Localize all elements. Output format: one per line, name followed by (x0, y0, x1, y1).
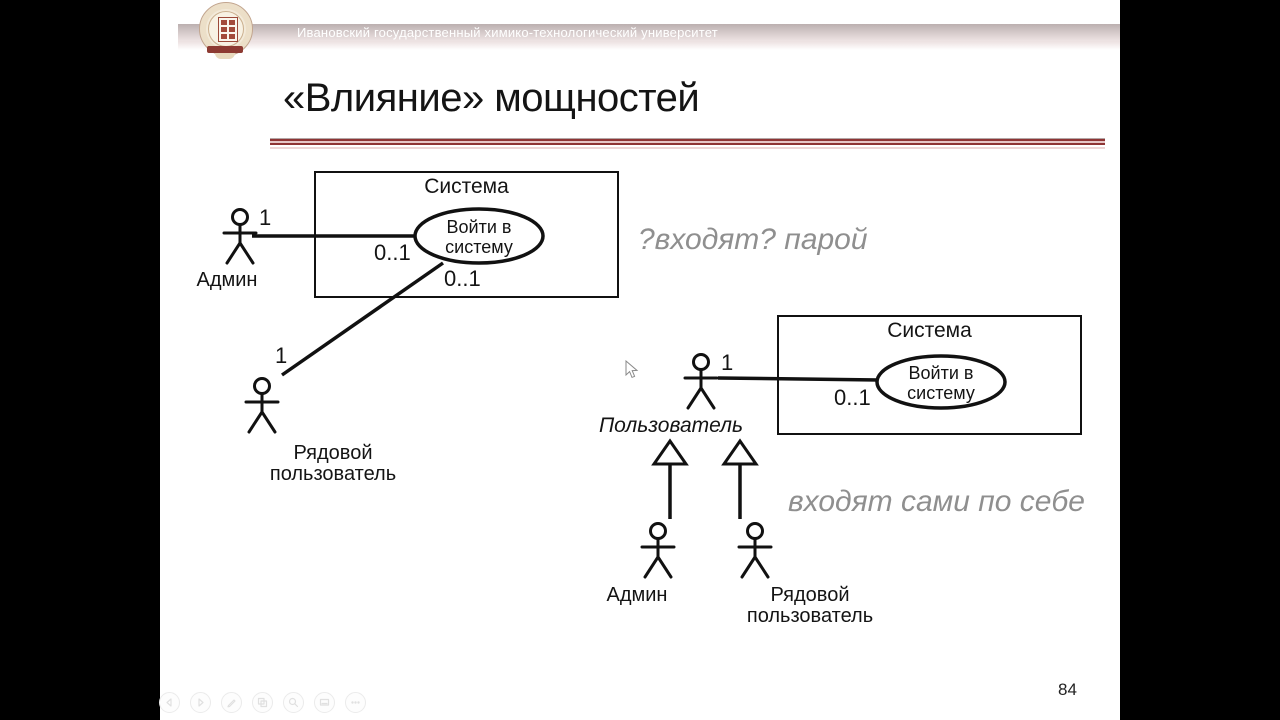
system-label-2: Система (887, 319, 972, 342)
actor-admin-2-icon (640, 522, 676, 579)
actor-user-1-icon (244, 377, 280, 434)
slideshow-toolbar (159, 692, 366, 713)
multiplicity-assoc-2: 0..1 (834, 385, 871, 410)
actor-user-2-icon (737, 522, 773, 579)
header-band-fade (178, 41, 1120, 50)
monitor-icon (319, 698, 330, 706)
annotation-self: входят сами по себе (788, 485, 1085, 518)
zoom-slide-button[interactable] (283, 692, 304, 713)
usecase-login-1 (413, 207, 545, 265)
arrow-left-icon (166, 698, 172, 707)
magnifier-icon (288, 697, 299, 708)
pen-icon (227, 699, 236, 708)
multiplicity-user-assoc-1: 0..1 (444, 266, 481, 291)
university-logo-icon (195, 2, 257, 60)
actor-admin-label-2: Админ (606, 584, 668, 606)
multiplicity-user-1: 1 (275, 343, 288, 368)
university-name: Ивановский государственный химико-технол… (297, 25, 718, 40)
annotation-pair: ?входят? парой (638, 223, 868, 256)
usecase-label-2: Войти в систему (907, 363, 975, 403)
system-label-1: Система (424, 175, 509, 198)
generalization-user-arrowhead (721, 438, 759, 466)
ellipsis-icon (351, 701, 360, 704)
previous-slide-button[interactable] (159, 692, 180, 713)
actor-user-label-1: Рядовой пользователь (269, 442, 397, 485)
actor-parent-label-2: Пользователь (598, 414, 744, 437)
uml-diagram-canvas (222, 171, 1082, 579)
building-icon (218, 17, 238, 42)
system-boundary-2 (777, 315, 1082, 435)
association-parent-2 (717, 376, 880, 382)
title-divider (270, 138, 1105, 149)
association-user-1 (281, 261, 444, 377)
slides-grid-icon (257, 697, 268, 708)
actor-user-label-2: Рядовой пользователь (746, 584, 874, 627)
presentation-slide: Ивановский государственный химико-технол… (159, 0, 1120, 720)
mouse-cursor-icon (625, 360, 639, 379)
multiplicity-admin-assoc-1: 0..1 (374, 240, 411, 265)
page-number: 84 (1058, 680, 1077, 699)
multiplicity-admin-1: 1 (259, 205, 272, 230)
slide-title: «Влияние» мощностей (283, 76, 700, 120)
generalization-admin-arrowhead (651, 438, 689, 466)
pen-annotate-button[interactable] (221, 692, 242, 713)
usecase-label-1: Войти в систему (445, 217, 513, 257)
more-options-button[interactable] (345, 692, 366, 713)
multiplicity-parent-2: 1 (721, 350, 734, 375)
actor-parent-2-icon (683, 353, 719, 410)
usecase-login-2 (875, 354, 1007, 410)
arrow-right-icon (198, 698, 204, 707)
see-all-slides-button[interactable] (252, 692, 273, 713)
actor-admin-1-icon (222, 208, 258, 265)
actor-admin-label-1: Админ (196, 269, 258, 291)
presenter-display-button[interactable] (314, 692, 335, 713)
header-band: Ивановский государственный химико-технол… (178, 24, 1120, 41)
next-slide-button[interactable] (190, 692, 211, 713)
